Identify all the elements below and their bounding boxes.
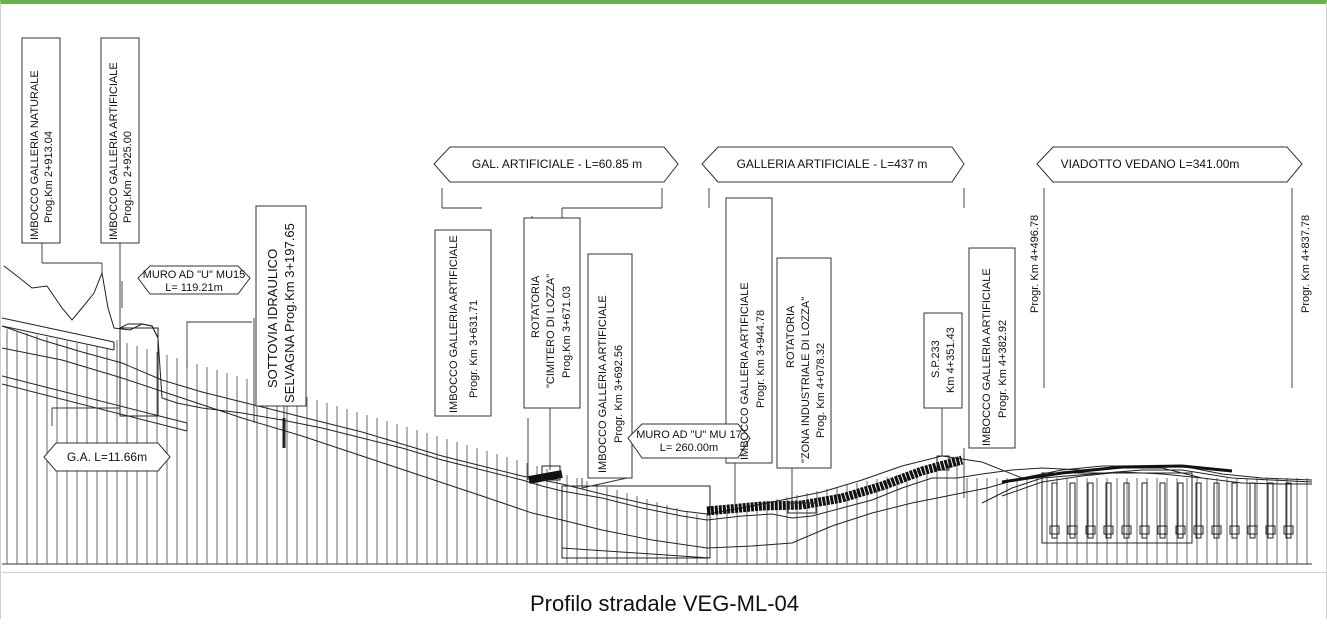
label-muro-mu17-1: MURO AD "U" MU 17 — [636, 429, 742, 441]
tunnel-decks — [528, 455, 1233, 516]
viaduct-pier — [1123, 482, 1130, 539]
viaduct-pier — [1231, 482, 1238, 539]
label-imbocco-3631-1: IMBOCCO GALLERIA ARTIFICIALE — [448, 235, 460, 413]
viaduct-pier-footing — [1049, 525, 1060, 535]
label-rotatoria-zona-1: ROTATORIA — [785, 305, 797, 368]
box-sottovia — [255, 205, 307, 407]
viaduct-pier — [1069, 482, 1076, 539]
viaduct-pier — [1177, 482, 1184, 539]
viaduct-pier-footing — [1175, 525, 1186, 535]
viaduct-pier — [1087, 482, 1094, 539]
label-imbocco-naturale-1: IMBOCCO GALLERIA NATURALE — [29, 70, 41, 240]
viaduct-pier-footing — [1283, 525, 1294, 535]
label-imbocco-3692-1: IMBOCCO GALLERIA ARTIFICIALE — [597, 295, 609, 473]
road-profile-drawing: IMBOCCO GALLERIA NATURALE Prog.Km 2+913.… — [2, 37, 1313, 565]
viaduct-pier — [1105, 482, 1112, 539]
label-rotatoria-cimitero-1: ROTATORIA — [530, 275, 542, 338]
label-imbocco-4382-1: IMBOCCO GALLERIA ARTIFICIALE — [981, 268, 993, 446]
callout-shapes — [43, 146, 1303, 472]
box-rotatoria-cimitero — [523, 217, 581, 409]
caption-bar: Profilo stradale VEG-ML-04 — [2, 572, 1327, 624]
label-sp233-2: Km 4+351.43 — [945, 327, 957, 393]
label-imbocco-3692-2: Progr. Km 3+692.56 — [613, 345, 625, 443]
callout-galleria-artificiale — [701, 146, 965, 183]
label-muro-mu15-2: L= 119.21m — [165, 282, 223, 294]
callout-muro-mu17 — [627, 423, 751, 459]
label-imbocco-artificiale-1b: Prog.Km 2+925.00 — [122, 131, 134, 223]
underpass-boxes — [561, 472, 1193, 559]
viaduct-pier-footing — [1121, 525, 1132, 535]
label-sottovia-1: SOTTOVIA IDRAULICO — [265, 249, 280, 388]
viaduct-pier-footing — [1193, 525, 1204, 535]
label-ga: G.A. L=11.66m — [67, 450, 147, 464]
viaduct-pier-footing — [1139, 525, 1150, 535]
viaduct-pier — [1267, 482, 1274, 539]
label-boxes — [21, 37, 1016, 479]
label-rotatoria-cimitero-3: Prog.Km 3+671.03 — [561, 286, 573, 378]
label-sottovia-2: SELVAGNA Prog.Km 3+197.65 — [282, 223, 297, 403]
box-imbocco-artificiale-1 — [100, 37, 140, 244]
label-rotatoria-zona-3: Prog. Km 4+078.32 — [815, 343, 827, 438]
callout-muro-mu15 — [137, 265, 251, 295]
box-imbocco-3944 — [725, 197, 773, 464]
label-viadotto: VIADOTTO VEDANO L=341.00m — [1061, 157, 1240, 171]
label-sp233-1: S.P.233 — [930, 340, 942, 378]
label-muro-mu17-2: L= 260.00m — [660, 442, 718, 454]
label-imbocco-3944-1: IMBOCCO GALLERIA ARTIFICIALE — [739, 282, 751, 460]
viaduct-pier — [1249, 482, 1256, 539]
figure-caption: Profilo stradale VEG-ML-04 — [530, 590, 799, 616]
label-galleria-artificiale: GALLERIA ARTIFICIALE - L=437 m — [737, 157, 928, 171]
viaduct-pier-footing — [1085, 525, 1096, 535]
terrain-profile — [2, 265, 1313, 549]
viaduct-pier-footing — [1211, 525, 1222, 535]
viaduct-pier — [1213, 482, 1220, 539]
label-rotatoria-cimitero-2: "CIMITERO DI LOZZA" — [545, 274, 557, 388]
viaduct-pier — [1195, 482, 1202, 539]
callout-gal-artificiale — [433, 146, 679, 183]
box-imbocco-naturale — [21, 37, 61, 244]
label-progr-4837: Progr. Km 4+837.78 — [1300, 215, 1312, 313]
label-gal-artificiale: GAL. ARTIFICIALE - L=60.85 m — [472, 157, 642, 171]
viaduct-pier-footing — [1265, 525, 1276, 535]
callout-viadotto — [1036, 146, 1303, 183]
box-imbocco-4382 — [968, 247, 1016, 449]
vertical-labels: IMBOCCO GALLERIA NATURALE Prog.Km 2+913.… — [29, 62, 1312, 473]
label-imbocco-4382-2: Progr. Km 4+382.92 — [997, 320, 1009, 418]
viaduct-pier-footing — [1247, 525, 1258, 535]
label-imbocco-artificiale-1a: IMBOCCO GALLERIA ARTIFICIALE — [108, 62, 120, 240]
road-lines-left — [2, 317, 188, 432]
viaduct-pier-footing — [1067, 525, 1078, 535]
callout-ga — [43, 442, 171, 472]
rotatoria-structures — [282, 418, 950, 514]
label-imbocco-naturale-2: Prog.Km 2+913.04 — [43, 131, 55, 223]
viaduct-piers — [1049, 482, 1294, 539]
box-sp233 — [923, 312, 963, 409]
viaduct-pier — [1159, 482, 1166, 539]
viaduct-pier-footing — [1157, 525, 1168, 535]
callout-labels: MURO AD "U" MU15 L= 119.21m G.A. L=11.66… — [67, 157, 1240, 464]
label-imbocco-3944-2: Progr. Km 3+944.78 — [755, 310, 767, 408]
label-progr-4496: Progr. Km 4+496.78 — [1029, 215, 1041, 313]
viaduct-pier-footing — [1229, 525, 1240, 535]
leader-lines — [41, 188, 1293, 508]
label-rotatoria-zona-2: "ZONA INDUSTRIALE DI LOZZA" — [800, 297, 812, 463]
label-imbocco-3631-2: Progr. Km 3+631.71 — [468, 300, 480, 398]
viaduct-pier — [1285, 482, 1292, 539]
box-rotatoria-zona — [776, 257, 832, 469]
viaduct-pier — [1051, 482, 1058, 539]
box-imbocco-3692 — [587, 253, 633, 479]
box-imbocco-3631 — [434, 229, 492, 417]
viaduct-pier — [1141, 482, 1148, 539]
viaduct-pier-footing — [1103, 525, 1114, 535]
label-muro-mu15-1: MURO AD "U" MU15 — [143, 269, 246, 281]
